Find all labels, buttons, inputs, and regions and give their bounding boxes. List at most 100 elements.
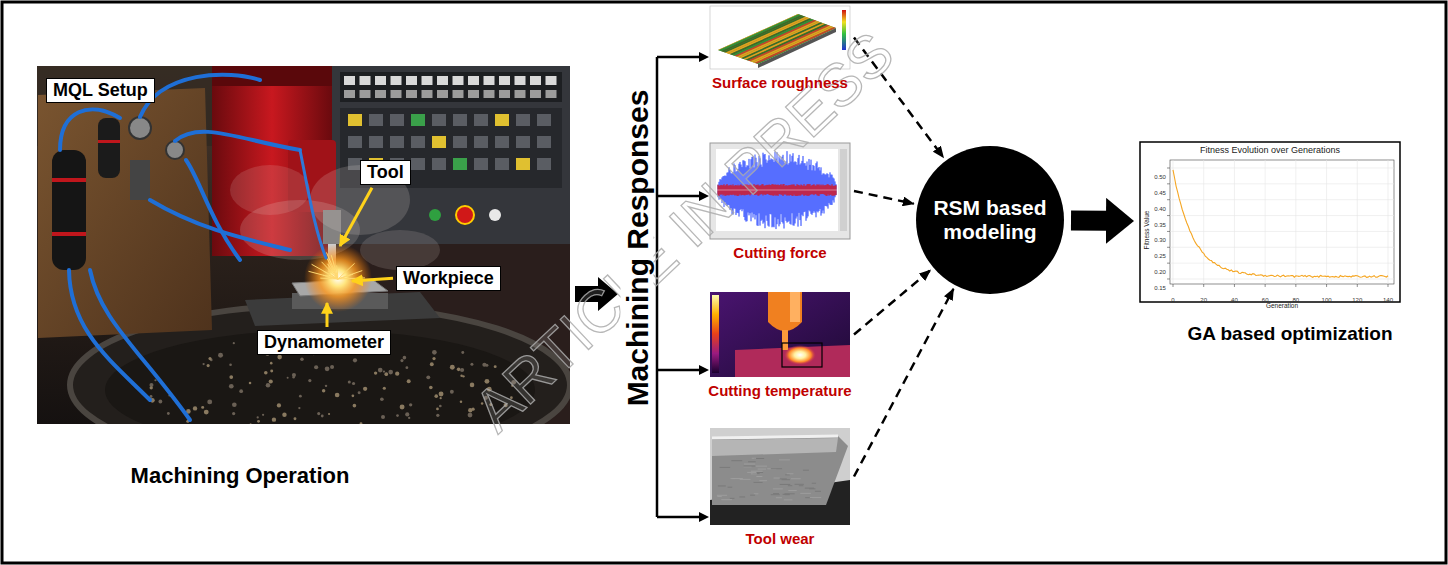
surface-roughness-plot <box>700 27 860 99</box>
cutting-force-plot <box>835 181 836 197</box>
chip-debris <box>440 397 442 399</box>
tick-label: 60 <box>1262 296 1269 303</box>
tick-label: 0 <box>1171 296 1174 303</box>
machining-photo <box>60 75 326 420</box>
tick-label: 0.25 <box>1154 253 1166 260</box>
chip-debris <box>439 392 444 397</box>
tool-wear-micrograph <box>744 466 756 467</box>
chip-debris <box>154 379 156 381</box>
cutting-force-plot <box>777 152 778 224</box>
cutting-force-plot <box>833 178 834 201</box>
chart-grid <box>1167 168 1170 169</box>
cutting-force-plot <box>755 186 756 195</box>
tool-wear-micrograph <box>800 493 811 494</box>
cutting-force-plot <box>814 166 815 211</box>
chart-grid <box>1173 284 1174 287</box>
cutting-force-plot <box>729 185 730 195</box>
cutting-force-plot <box>740 185 741 194</box>
chip-debris <box>360 422 363 424</box>
cutting-force-plot <box>754 167 755 214</box>
cutting-force-plot <box>734 163 735 208</box>
chip-debris <box>510 396 513 399</box>
cutting-force-plot <box>771 158 772 214</box>
tool-wear-micrograph <box>718 485 726 486</box>
machining-photo <box>340 72 562 102</box>
tool-wear-micrograph <box>758 469 766 470</box>
machining-photo <box>429 209 441 221</box>
cutting-force-plot <box>747 165 748 221</box>
response-bracket <box>657 516 699 519</box>
cutting-force-plot <box>720 179 721 199</box>
control-panel-keys <box>369 114 383 126</box>
chip-debris <box>202 363 204 365</box>
machining-photo <box>130 160 150 200</box>
leader-arrows <box>327 188 393 327</box>
chip-debris <box>262 414 264 416</box>
cutting-force-plot <box>790 154 791 224</box>
dashed-arrow <box>854 270 930 334</box>
chip-debris <box>167 412 170 415</box>
chip-debris <box>257 416 259 418</box>
cutting-force-plot <box>761 165 762 221</box>
chip-debris <box>485 379 490 384</box>
chip-debris <box>460 374 462 376</box>
chip-debris <box>432 357 435 360</box>
sparks <box>308 252 364 279</box>
chip-debris <box>461 351 464 354</box>
chart-grid <box>1387 160 1388 284</box>
tick-label: 20 <box>1200 296 1207 303</box>
cutting-force-plot <box>727 184 728 195</box>
surface-roughness-plot <box>700 7 860 79</box>
box-label: Tool <box>367 162 404 183</box>
chart-grid <box>1203 160 1204 284</box>
cutting-force-plot <box>765 154 766 228</box>
cutting-force-plot <box>751 184 752 194</box>
cutting-force-plot <box>747 184 748 195</box>
response-bracket <box>657 57 699 517</box>
surface-roughness-plot <box>700 49 860 121</box>
control-panel-keys <box>348 136 362 148</box>
cutting-force-plot <box>731 173 732 208</box>
cutting-force-plot <box>728 172 729 205</box>
chart-title: Fitness Evolution over Generations <box>1200 145 1340 155</box>
cutting-force-plot <box>834 186 835 196</box>
control-panel-keys <box>411 114 425 126</box>
thermal-image <box>712 295 719 373</box>
box-label: Dynamometer <box>264 332 384 353</box>
control-panel-keys <box>499 90 510 98</box>
tool-wear-micrograph <box>785 474 789 475</box>
panel-caption: GA based optimization <box>1187 323 1392 345</box>
chip-debris <box>383 387 386 390</box>
cutting-force-plot <box>805 186 806 195</box>
control-panel-keys <box>495 158 509 170</box>
chart-grid <box>1170 278 1394 279</box>
machining-photo <box>489 209 501 221</box>
cutting-force-plot <box>716 151 838 229</box>
control-panel-keys <box>375 76 386 85</box>
control-panel-keys <box>360 76 371 85</box>
surface-roughness-plot <box>700 20 860 92</box>
cutting-force-plot <box>781 160 782 215</box>
response-caption: Surface roughness <box>712 74 848 91</box>
axis-label: Generation <box>1266 302 1298 309</box>
control-panel-keys <box>375 90 386 98</box>
cutting-force-plot <box>776 159 777 229</box>
cutting-force-plot <box>772 184 773 195</box>
cutting-force-plot <box>745 161 746 220</box>
chip-debris <box>353 358 357 362</box>
chart-grid <box>1173 160 1174 284</box>
chip-debris <box>317 412 320 415</box>
control-panel-keys <box>484 76 495 85</box>
dashed-arrow <box>854 38 943 158</box>
cutting-force-plot <box>769 185 770 195</box>
control-panel-keys <box>391 76 402 85</box>
cutting-force-plot <box>813 185 814 194</box>
sparks <box>308 271 338 279</box>
surface-roughness-plot <box>700 0 860 70</box>
tool-wear-micrograph <box>728 487 733 488</box>
cutting-force-plot <box>740 162 741 210</box>
machining-photo <box>140 75 260 117</box>
cutting-force-plot <box>756 158 757 216</box>
tool-wear-micrograph <box>780 478 787 479</box>
cutting-force-plot <box>732 186 733 195</box>
